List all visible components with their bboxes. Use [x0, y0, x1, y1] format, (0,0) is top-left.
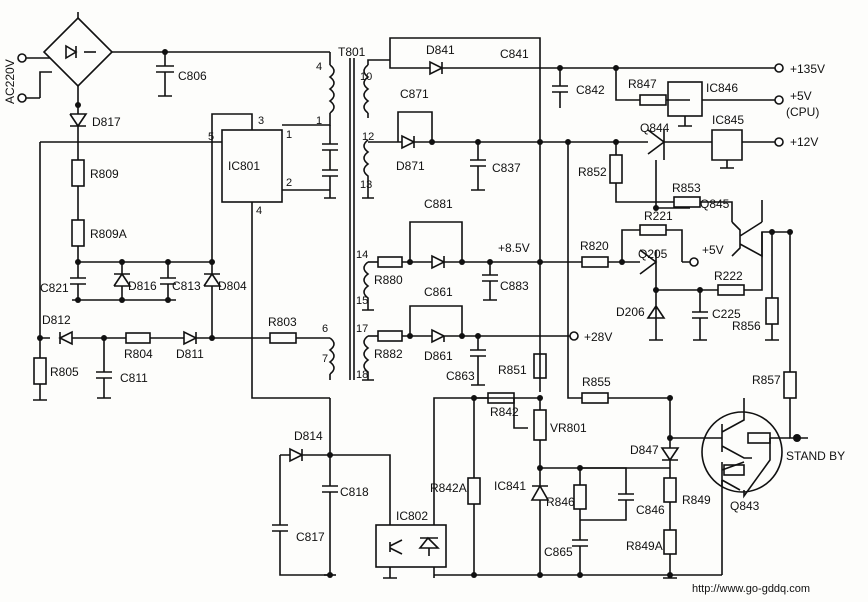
pin-labels: 4 1 3 5 1 2 4 10 12 13 14 15 6 7 17 18	[208, 61, 374, 381]
pin-2-ic: 2	[286, 177, 292, 189]
label-r851: R851	[498, 363, 527, 377]
label-r842: R842	[490, 405, 519, 419]
output-labels: +135V +5V (CPU) +12V +8.5V +5V +28V STAN…	[498, 62, 845, 463]
label-q845: Q845	[700, 197, 730, 211]
label-ic846: IC846	[706, 81, 738, 95]
label-c842: C842	[576, 83, 605, 97]
label-c871: C871	[400, 87, 429, 101]
wires	[22, 12, 808, 579]
component-labels: AC220V C806 D817 R809 R809A C821 D816 C8…	[3, 43, 781, 559]
label-r804: R804	[124, 347, 153, 361]
label-ic802: IC802	[396, 509, 428, 523]
label-d841: D841	[426, 43, 455, 57]
output-5v: +5V	[790, 89, 812, 103]
pin-1-ic: 1	[286, 129, 292, 141]
label-c861: C861	[424, 285, 453, 299]
label-c865: C865	[544, 545, 573, 559]
label-c863: C863	[446, 369, 475, 383]
label-r847: R847	[628, 77, 657, 91]
pin-1-primary: 1	[316, 115, 322, 127]
label-r222: R222	[714, 269, 743, 283]
label-c881: C881	[424, 197, 453, 211]
label-r846: R846	[546, 495, 575, 509]
label-r849: R849	[682, 493, 711, 507]
website-url: http://www.go-gddq.com	[692, 583, 810, 595]
pin-7: 7	[322, 353, 328, 365]
output-12v: +12V	[790, 135, 818, 149]
ac-input-label: AC220V	[3, 59, 17, 104]
pin-6: 6	[322, 323, 328, 335]
label-ic801: IC801	[228, 159, 260, 173]
label-r882: R882	[374, 347, 403, 361]
bridge-diodes	[65, 44, 96, 60]
label-c846: C846	[636, 503, 665, 517]
output-8-5v: +8.5V	[498, 241, 530, 255]
label-c821: C821	[40, 281, 69, 295]
label-r221: R221	[644, 209, 673, 223]
label-d804: D804	[218, 279, 247, 293]
pin-12: 12	[362, 131, 374, 143]
opto-led-icon	[389, 536, 440, 556]
label-r857: R857	[752, 373, 781, 387]
label-c817: C817	[296, 530, 325, 544]
pin-3-ic: 3	[258, 115, 264, 127]
label-r820: R820	[580, 239, 609, 253]
label-d811: D811	[176, 347, 204, 361]
label-d847: D847	[630, 443, 659, 457]
label-c841: C841	[500, 47, 529, 61]
output-5v-b: +5V	[702, 243, 724, 257]
label-q843: Q843	[730, 499, 760, 513]
label-d812: D812	[42, 313, 71, 327]
label-r853: R853	[672, 181, 701, 195]
label-r803: R803	[268, 315, 297, 329]
label-r805: R805	[50, 365, 79, 379]
label-c837: C837	[492, 161, 521, 175]
label-t801: T801	[338, 45, 366, 59]
pin-18: 18	[356, 369, 368, 381]
label-c806: C806	[178, 69, 207, 83]
label-d817: D817	[92, 115, 121, 129]
pin-17: 17	[356, 323, 368, 335]
pin-13: 13	[360, 179, 372, 191]
label-c813: C813	[172, 279, 201, 293]
label-c811: C811	[120, 371, 148, 385]
label-c883: C883	[500, 279, 529, 293]
label-q844: Q844	[640, 121, 670, 135]
label-ic845: IC845	[712, 113, 744, 127]
pin-14: 14	[356, 249, 368, 261]
label-d871: D871	[396, 159, 425, 173]
label-c225: C225	[712, 307, 741, 321]
label-ic841: IC841	[494, 479, 526, 493]
label-r855: R855	[582, 375, 611, 389]
label-r849a: R849A	[626, 539, 663, 553]
pin-5-ic: 5	[208, 131, 214, 143]
output-135v: +135V	[790, 62, 825, 76]
junction-dots	[37, 49, 793, 578]
label-r809a: R809A	[90, 227, 127, 241]
standby-terminal	[793, 434, 801, 442]
output-cpu: (CPU)	[786, 105, 819, 119]
output-28v: +28V	[584, 330, 612, 344]
label-d816: D816	[128, 279, 157, 293]
label-vr801: VR801	[550, 421, 587, 435]
label-d861: D861	[424, 349, 453, 363]
label-d814: D814	[294, 429, 323, 443]
output-standby: STAND BY	[786, 449, 845, 463]
label-d206: D206	[616, 305, 645, 319]
label-c818: C818	[340, 485, 369, 499]
terminals	[17, 53, 784, 341]
label-r856: R856	[732, 319, 761, 333]
label-r809: R809	[90, 167, 119, 181]
label-r852: R852	[578, 165, 607, 179]
label-r842a: R842A	[430, 481, 467, 495]
pin-15: 15	[356, 295, 368, 307]
pin-10: 10	[360, 71, 372, 83]
label-q205: Q205	[638, 247, 668, 261]
label-r880: R880	[374, 273, 403, 287]
pin-4-ic: 4	[256, 205, 262, 217]
pin-4-primary: 4	[316, 61, 322, 73]
